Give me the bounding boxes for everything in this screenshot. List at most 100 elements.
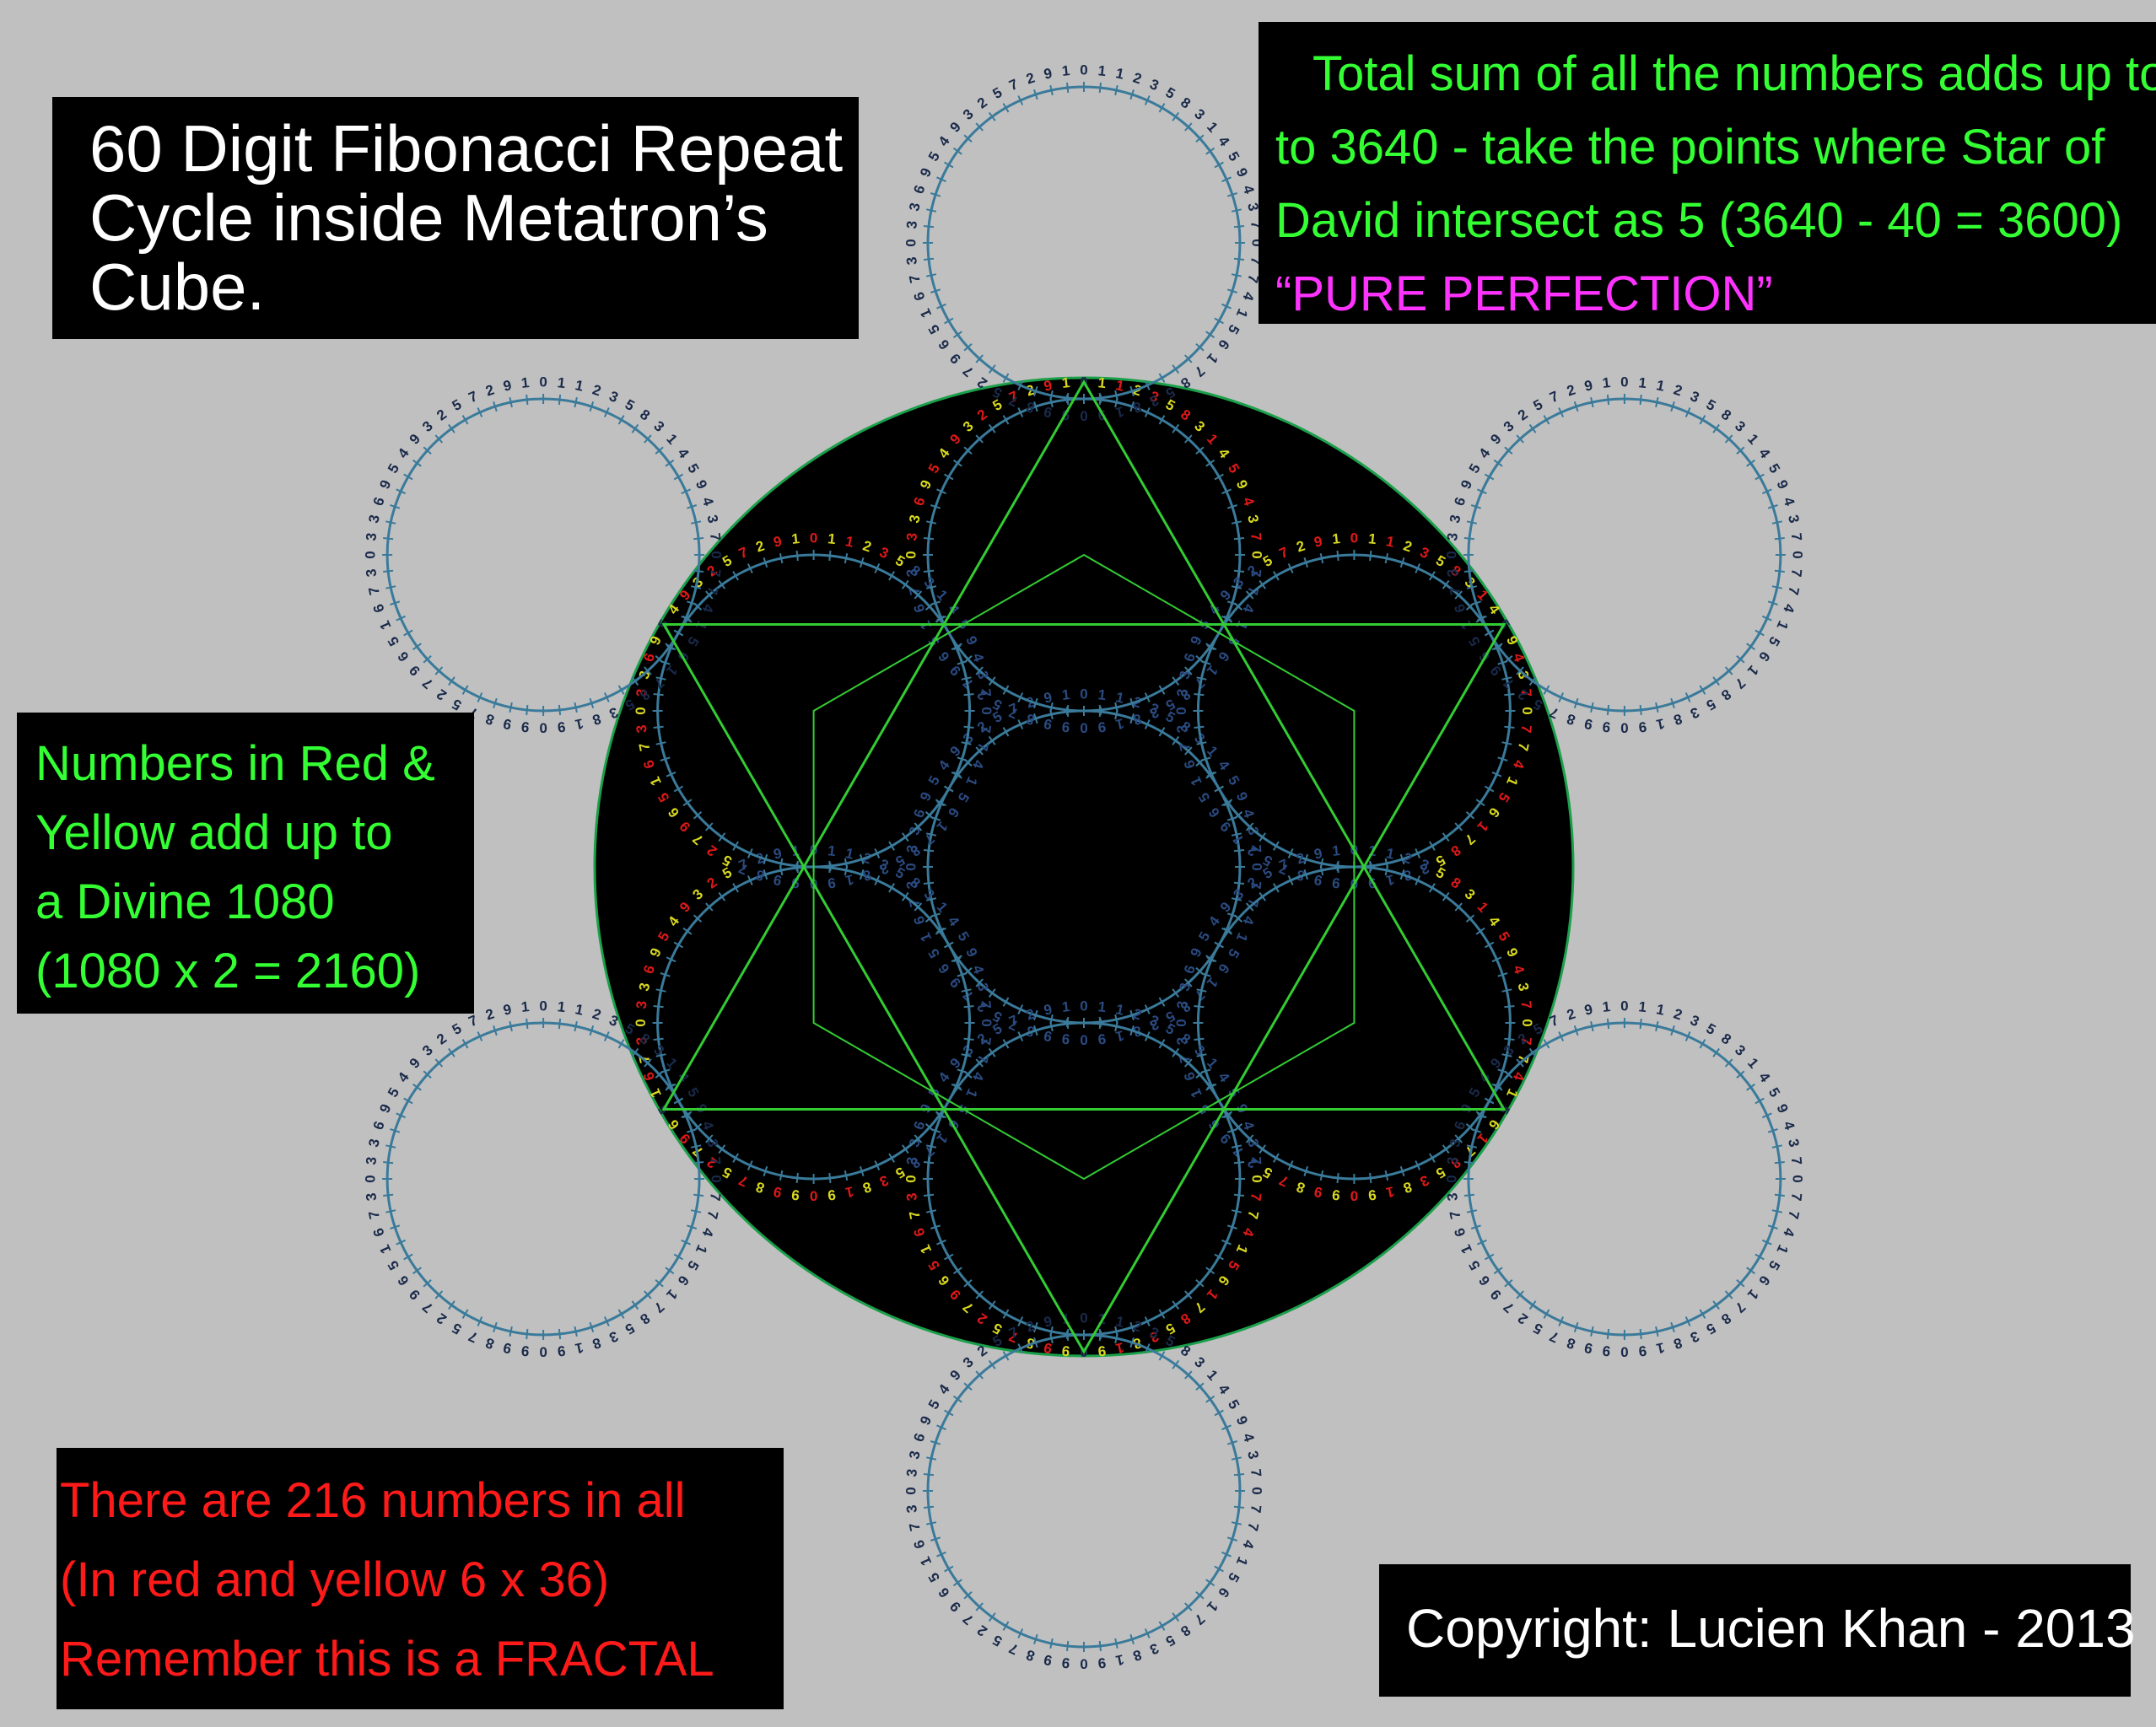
fibonacci-digit: 7	[960, 363, 977, 379]
ring-tick	[1017, 1316, 1024, 1326]
fibonacci-digit: 1	[844, 1183, 855, 1201]
ring-tick	[385, 1209, 396, 1213]
ring-tick	[923, 225, 935, 229]
ring-tick	[1221, 1424, 1232, 1431]
fibonacci-digit: 3	[974, 670, 992, 681]
fibonacci-digit: 6	[1451, 1226, 1469, 1239]
fibonacci-digit: 1	[1233, 306, 1251, 320]
fibonacci-digit: 3	[1447, 1138, 1464, 1149]
ring-tick	[1712, 423, 1720, 433]
ring-tick	[666, 956, 676, 963]
fibonacci-digit: 1	[1204, 1367, 1221, 1384]
sum-note-line-2: to 3640 - take the points where Star of	[1275, 120, 2105, 175]
fibonacci-digit: 6	[370, 1119, 388, 1132]
ring-tick	[673, 1253, 684, 1261]
ring-tick	[1226, 1128, 1238, 1133]
ring-tick	[924, 914, 935, 923]
fibonacci-digit: 7	[1191, 363, 1208, 379]
ring-tick	[936, 1551, 946, 1558]
ring-tick	[1493, 1083, 1503, 1091]
ring-tick	[1504, 1070, 1513, 1079]
fibonacci-digit: 1	[1061, 998, 1070, 1015]
ring-tick	[1033, 697, 1038, 709]
fibonacci-digit: 9	[407, 1055, 423, 1072]
fibonacci-digit: 1	[1114, 377, 1125, 395]
ring-tick	[975, 666, 984, 675]
ring-tick	[1002, 685, 1010, 695]
ring-tick	[1501, 676, 1512, 681]
ring-tick	[665, 643, 675, 651]
ring-tick	[1233, 849, 1245, 853]
ring-tick	[1214, 785, 1224, 793]
fibonacci-digit: 9	[557, 718, 566, 735]
fibonacci-digit: 9	[1097, 718, 1107, 735]
fibonacci-digit: 9	[1773, 1101, 1791, 1115]
ring-tick	[682, 799, 693, 807]
fibonacci-digit: 1	[1114, 1313, 1125, 1331]
ring-tick	[1066, 1640, 1070, 1652]
ring-tick	[603, 407, 610, 417]
ring-tick	[1684, 1316, 1691, 1326]
ring-tick	[558, 394, 562, 406]
fibonacci-digit: 5	[1163, 84, 1178, 102]
fibonacci-digit: 3	[903, 1468, 920, 1477]
ring-tick	[763, 1165, 768, 1177]
fibonacci-digit: 9	[1043, 1651, 1054, 1669]
fibonacci-digit: 3	[419, 417, 436, 434]
fibonacci-digit: 9	[520, 718, 530, 735]
fibonacci-digit: 4	[1780, 1226, 1798, 1239]
ring-tick	[1761, 1239, 1772, 1245]
fibonacci-digit: 0	[903, 863, 919, 870]
fibonacci-digit: 3	[903, 532, 920, 541]
ring-tick	[1655, 396, 1659, 408]
ring-tick	[963, 1591, 973, 1600]
ring-tick	[1195, 446, 1205, 455]
ring-tick	[1442, 579, 1450, 589]
fibonacci-digit: 5	[684, 461, 702, 476]
ring-tick	[779, 552, 784, 564]
ring-tick	[1670, 401, 1675, 412]
fibonacci-digit: 0	[1789, 551, 1805, 558]
ring-tick	[1476, 615, 1487, 621]
ring-tick	[1231, 1456, 1242, 1461]
ring-tick	[1746, 459, 1755, 467]
ring-tick	[925, 832, 937, 837]
ring-tick	[666, 771, 676, 777]
fibonacci-digit: 9	[1583, 715, 1594, 733]
ring-tick	[1231, 897, 1242, 901]
fibonacci-digit: 0	[1080, 1656, 1087, 1672]
ring-tick	[509, 1020, 513, 1032]
fibonacci-digit: 4	[1240, 183, 1258, 196]
ring-tick	[1463, 569, 1474, 573]
copyright-panel: Copyright: Lucien Khan - 2013	[1379, 1564, 2136, 1697]
fibonacci-digit: 7	[1447, 585, 1464, 596]
ring-tick	[923, 537, 935, 541]
fibonacci-digit: 7	[1517, 1036, 1534, 1046]
ring-tick	[682, 927, 693, 935]
ring-tick	[1033, 1321, 1038, 1333]
fibonacci-digit: 0	[633, 1019, 649, 1026]
ring-tick	[961, 741, 972, 745]
fibonacci-digit: 1	[917, 306, 935, 320]
ring-tick	[1724, 434, 1733, 444]
fibonacci-digit: 8	[1178, 1622, 1194, 1639]
ring-tick	[1699, 1309, 1706, 1319]
ring-tick	[690, 520, 702, 525]
ring-tick	[1017, 380, 1024, 390]
fibonacci-digit: 1	[574, 1001, 585, 1019]
ring-tick	[1066, 1018, 1070, 1030]
ring-tick	[448, 676, 455, 686]
fibonacci-digit: 6	[1755, 648, 1773, 664]
fibonacci-digit: 5	[450, 396, 465, 414]
ring-tick	[390, 600, 401, 605]
ring-tick	[1205, 1083, 1215, 1091]
ring-tick	[1484, 1253, 1495, 1261]
fibonacci-digit: 0	[363, 551, 379, 558]
ring-tick	[1221, 1551, 1232, 1558]
fibonacci-digit: 8	[1718, 686, 1734, 703]
ring-tick	[1761, 1112, 1772, 1119]
fibonacci-digit: 9	[1583, 377, 1594, 395]
ring-tick	[844, 1170, 849, 1181]
fibonacci-digit: 8	[1672, 711, 1684, 729]
